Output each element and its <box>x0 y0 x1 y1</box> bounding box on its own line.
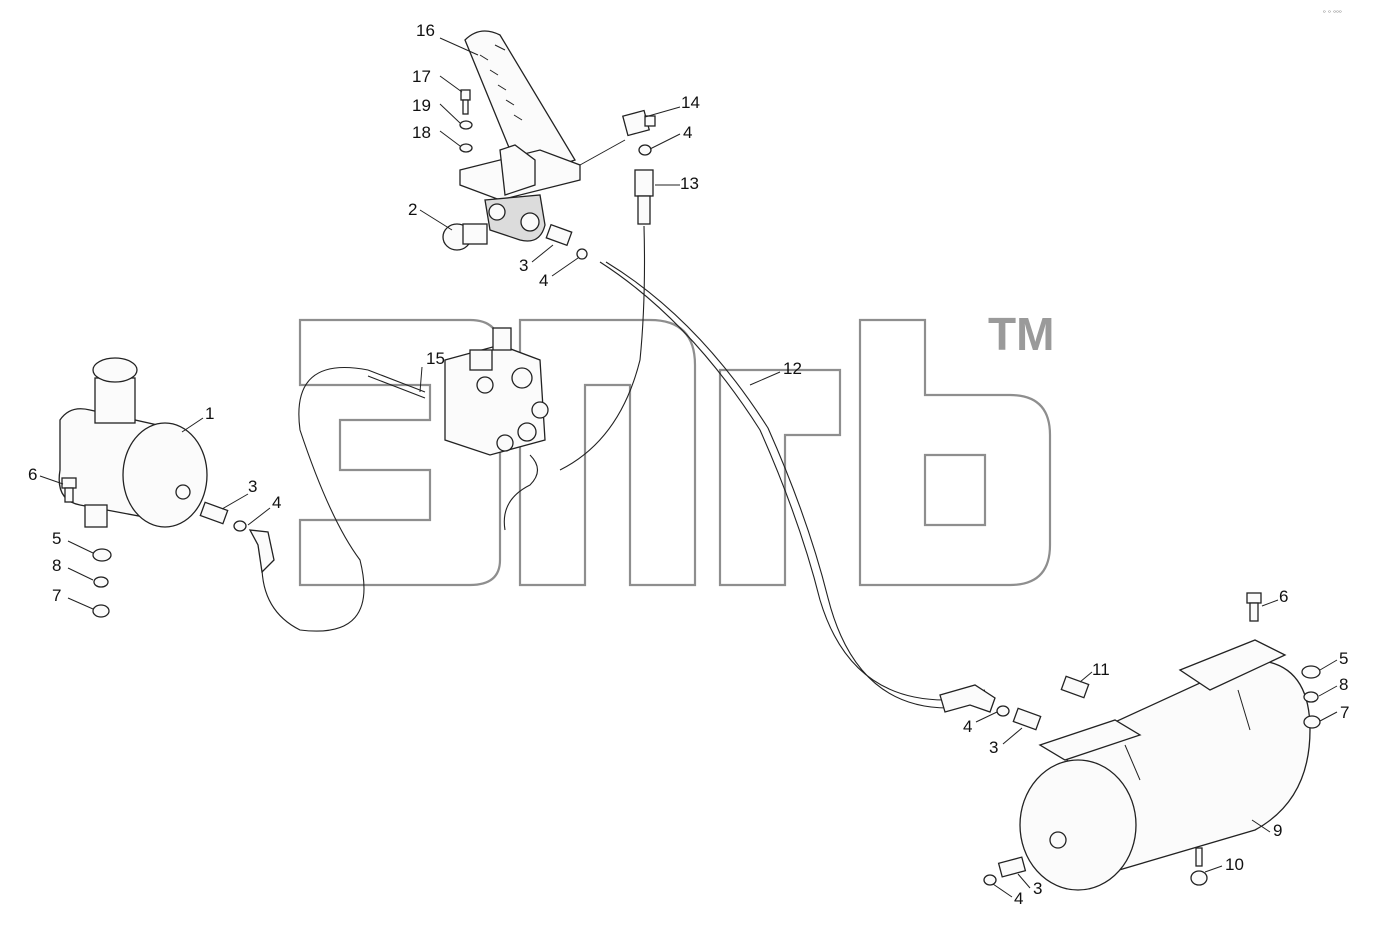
washer-part-5-right <box>1301 665 1321 679</box>
callout-9: 9 <box>1273 821 1282 840</box>
callout-11: 11 <box>1092 660 1110 679</box>
connector-part-14 <box>621 109 656 137</box>
callout-3-bottom: 3 <box>1033 879 1042 898</box>
washer-part-19 <box>459 120 473 130</box>
drain-valve-part-10 <box>1190 847 1208 886</box>
bolt-part-17 <box>460 89 471 115</box>
callout-3-left: 3 <box>248 477 257 496</box>
callout-7-right: 7 <box>1340 703 1349 722</box>
washer-part-18 <box>459 143 473 153</box>
washer-part-5-left <box>92 548 112 562</box>
callout-4-top: 4 <box>683 123 692 142</box>
callout-6-left: 6 <box>28 465 37 484</box>
callout-12: 12 <box>783 359 802 378</box>
callout-15: 15 <box>426 349 445 368</box>
corner-mark: ᵒ ᵒ ᵒᵒᵒ <box>1323 9 1342 17</box>
hose-part-12 <box>599 261 986 701</box>
leader-lines <box>39 37 1338 898</box>
washer-part-8-right <box>1303 691 1319 703</box>
hose-elbow-right <box>939 684 996 713</box>
seal-part-4-bottom <box>983 874 997 886</box>
receiver-tank-part-9 <box>1019 639 1311 891</box>
seal-part-4-right <box>996 705 1010 717</box>
seal-part-4-top <box>638 144 652 156</box>
callout-8-right: 8 <box>1339 675 1348 694</box>
brake-pedal-assembly <box>459 30 581 242</box>
callout-labels: 16 17 19 18 14 4 13 2 3 4 15 12 1 6 3 4 … <box>28 21 1349 908</box>
distribution-block-part-15 <box>444 327 549 456</box>
callout-5-right: 5 <box>1339 649 1348 668</box>
seal-part-4-left <box>233 520 247 532</box>
bleeder-plug-part-2 <box>442 223 488 251</box>
washer-part-8-left <box>93 576 109 588</box>
callout-5-left: 5 <box>52 529 61 548</box>
master-cylinder-part-1 <box>58 357 208 528</box>
callout-3-top: 3 <box>519 256 528 275</box>
callout-13: 13 <box>680 174 699 193</box>
callout-18: 18 <box>412 123 431 142</box>
callout-17: 17 <box>412 67 431 86</box>
callout-4-bottom: 4 <box>1014 889 1023 908</box>
elbow-fitting-left <box>248 529 275 574</box>
callout-8-left: 8 <box>52 556 61 575</box>
bolt-part-6-right <box>1246 592 1262 622</box>
trademark-text: TM <box>988 308 1054 360</box>
adapter-part-3-right <box>1012 707 1042 731</box>
callout-4-right: 4 <box>963 717 972 736</box>
callout-4-mid: 4 <box>539 271 548 290</box>
hose-end-part-13 <box>634 169 654 225</box>
fitting-part-11 <box>1060 675 1090 699</box>
adapter-part-3-left <box>199 501 229 525</box>
adapter-part-3-top <box>545 223 573 247</box>
callout-19: 19 <box>412 96 431 115</box>
seal-part-4-mid <box>576 248 588 260</box>
callout-7-left: 7 <box>52 586 61 605</box>
callout-6-right: 6 <box>1279 587 1288 606</box>
callout-14: 14 <box>681 93 700 112</box>
hose-part-15 <box>367 369 426 393</box>
nut-part-7-right <box>1303 715 1321 729</box>
callout-1: 1 <box>205 404 214 423</box>
nut-part-7-left <box>92 604 110 618</box>
callout-16: 16 <box>416 21 435 40</box>
callout-4-left: 4 <box>272 493 281 512</box>
callout-10: 10 <box>1225 855 1244 874</box>
watermark-logo: TM <box>298 308 1054 587</box>
adapter-part-3-bottom <box>997 856 1027 878</box>
callout-3-right: 3 <box>989 738 998 757</box>
bolt-part-6-left <box>61 477 77 503</box>
callout-2: 2 <box>408 200 417 219</box>
